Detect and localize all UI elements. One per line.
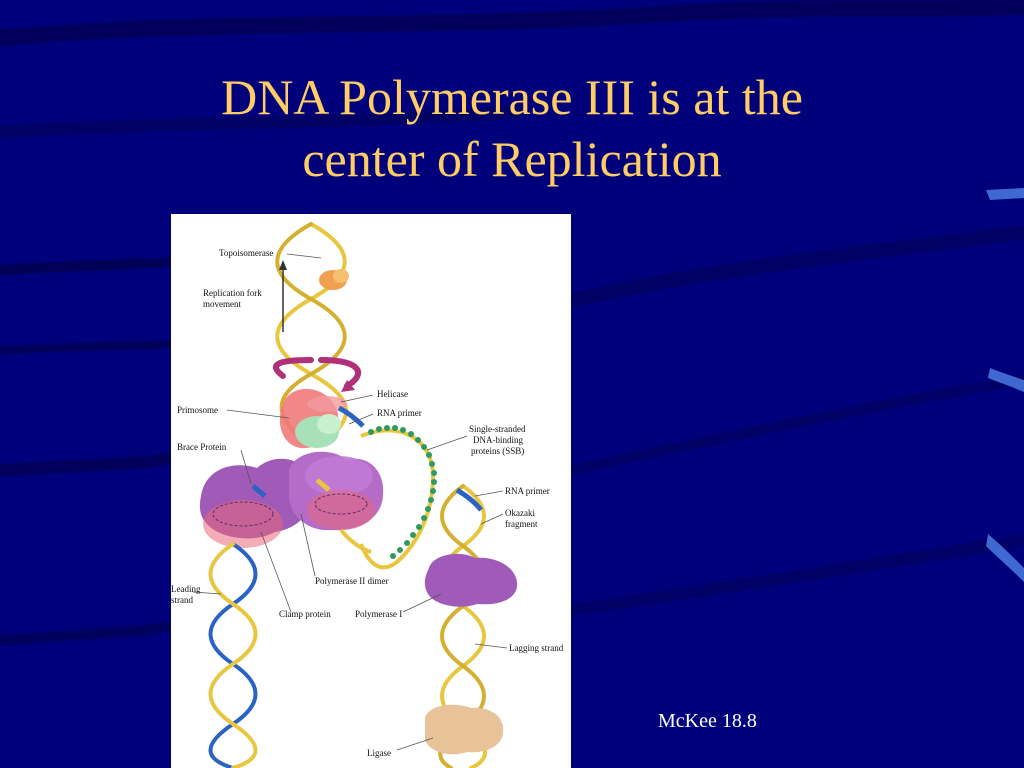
title-line-1: DNA Polymerase III is at the xyxy=(221,69,803,125)
label-okazaki-line2: fragment xyxy=(505,519,538,529)
label-primosome: Primosome xyxy=(177,405,218,415)
replication-figure: Topoisomerase Replication fork movement … xyxy=(171,214,571,768)
title-line-2: center of Replication xyxy=(302,131,722,187)
label-leading-line2: strand xyxy=(171,595,193,605)
label-rna-primer-lagging: RNA primer xyxy=(505,486,550,496)
label-ssb-line2: DNA-binding xyxy=(473,435,523,445)
label-brace-protein: Brace Protein xyxy=(177,442,227,452)
lagging-template-loop xyxy=(359,428,436,570)
clamp-protein-rings xyxy=(203,490,375,548)
label-rna-primer-top: RNA primer xyxy=(377,408,422,418)
ssb-protein-chain xyxy=(368,425,437,559)
label-leading-line1: Leading xyxy=(171,584,201,594)
label-fork-movement-line2: movement xyxy=(203,299,241,309)
primosome-protein xyxy=(279,388,341,449)
label-okazaki-line1: Okazaki xyxy=(505,508,535,518)
label-polymerase-dimer: Polymerase II dimer xyxy=(315,576,388,586)
label-ssb-line1: Single-stranded xyxy=(469,424,526,434)
label-fork-movement-line1: Replication fork xyxy=(203,288,262,298)
helicase-protein xyxy=(307,396,347,412)
rotation-arrow-icon xyxy=(341,380,355,392)
replication-diagram: Topoisomerase Replication fork movement … xyxy=(171,222,564,768)
label-ssb-line3: proteins (SSB) xyxy=(471,446,524,456)
label-lagging-strand: Lagging strand xyxy=(509,643,564,653)
label-polymerase-i: Polymerase I xyxy=(355,609,402,619)
label-topoisomerase: Topoisomerase xyxy=(219,248,273,258)
ligase-protein xyxy=(425,704,504,755)
label-clamp-protein: Clamp protein xyxy=(279,609,331,619)
rna-primer-segment xyxy=(337,405,365,428)
slide-title: DNA Polymerase III is at the center of R… xyxy=(40,66,984,190)
helicase-rotation-arrows xyxy=(273,357,362,389)
polymerase-i-protein xyxy=(424,553,518,607)
topoisomerase-protein xyxy=(319,269,349,290)
lagging-rna-primer xyxy=(455,487,483,512)
brace-protein-marker-2 xyxy=(315,478,331,492)
label-helicase: Helicase xyxy=(377,389,408,399)
leading-strand-helix xyxy=(208,542,258,768)
brace-protein-marker xyxy=(251,484,267,498)
arrow-head-icon xyxy=(279,260,287,270)
source-citation: McKee 18.8 xyxy=(658,710,757,732)
template-segment xyxy=(339,528,372,554)
label-ligase: Ligase xyxy=(367,748,391,758)
label-leader-lines xyxy=(192,253,508,751)
